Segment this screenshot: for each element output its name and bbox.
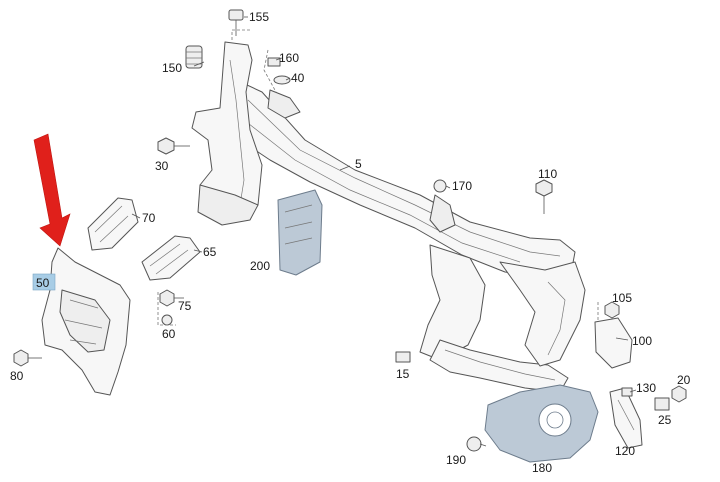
fastener-25 xyxy=(654,397,670,411)
fastener-110 xyxy=(535,179,553,214)
fastener-15 xyxy=(395,351,411,363)
fastener-60 xyxy=(161,314,173,326)
fastener-130 xyxy=(621,387,633,397)
panel-50 xyxy=(41,247,131,396)
label-65: 65 xyxy=(203,245,217,259)
bracket-120 xyxy=(609,387,643,449)
callout-155 xyxy=(231,29,250,40)
label-200: 200 xyxy=(250,259,270,273)
label-5: 5 xyxy=(355,157,362,171)
label-110: 110 xyxy=(538,167,557,181)
label-170: 170 xyxy=(452,179,472,193)
fastener-160 xyxy=(267,57,281,67)
label-40: 40 xyxy=(291,71,305,85)
label-20: 20 xyxy=(677,373,691,387)
label-75: 75 xyxy=(178,299,192,313)
label-155: 155 xyxy=(249,10,269,24)
bracket-100 xyxy=(594,317,633,369)
label-130: 130 xyxy=(636,381,656,395)
fastener-155 xyxy=(228,9,244,36)
label-120: 120 xyxy=(615,444,635,458)
label-50: 50 xyxy=(36,276,50,290)
callout-160-40 xyxy=(263,49,277,93)
label-80: 80 xyxy=(10,369,24,383)
fastener-150 xyxy=(185,45,203,69)
label-15: 15 xyxy=(396,367,410,381)
label-25: 25 xyxy=(658,413,672,427)
leader-lines xyxy=(131,16,637,447)
label-160: 160 xyxy=(279,51,299,65)
fastener-40 xyxy=(273,75,291,85)
fastener-75 xyxy=(159,289,184,307)
fastener-20 xyxy=(671,385,687,403)
bracket-180 xyxy=(484,384,599,463)
label-190: 190 xyxy=(446,453,466,467)
fastener-80 xyxy=(13,349,42,367)
label-150: 150 xyxy=(162,61,182,75)
label-180: 180 xyxy=(532,461,552,475)
fastener-30 xyxy=(157,137,190,155)
red-arrow-indicator xyxy=(33,133,71,247)
fastener-105 xyxy=(604,301,620,319)
label-60: 60 xyxy=(162,327,176,341)
label-30: 30 xyxy=(155,159,169,173)
label-70: 70 xyxy=(142,211,156,225)
highlight-box-50 xyxy=(32,273,56,291)
bracket-70 xyxy=(87,197,139,251)
label-105: 105 xyxy=(612,291,632,305)
fastener-170 xyxy=(433,179,447,193)
fastener-190 xyxy=(466,436,482,452)
bracket-65 xyxy=(141,235,201,281)
callout-75-60 xyxy=(157,292,176,326)
label-100: 100 xyxy=(632,334,652,348)
bracket-200 xyxy=(277,189,323,276)
subframe-5 xyxy=(191,41,586,393)
